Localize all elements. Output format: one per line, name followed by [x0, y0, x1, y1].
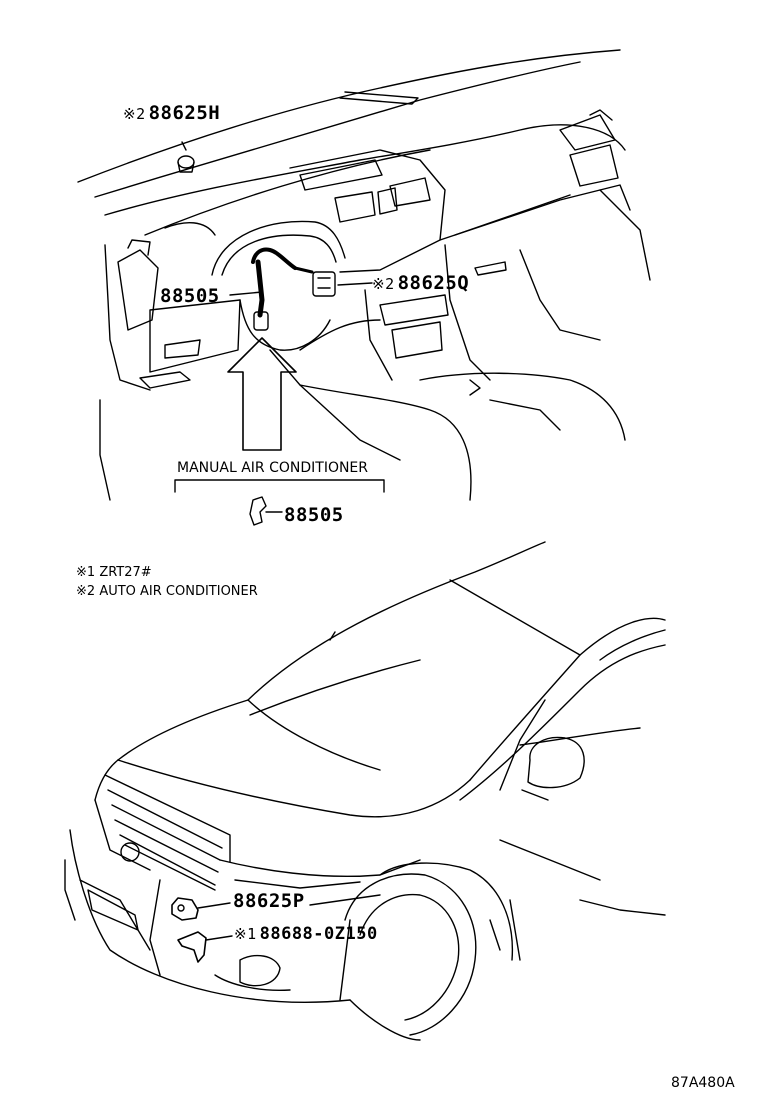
callout-duct-upper: 88505 [160, 287, 220, 306]
drawing-code: 87A480A [671, 1075, 735, 1091]
dashboard-illustration [77, 49, 651, 501]
footnote-mark: ※1 [234, 925, 257, 943]
car-illustration [64, 541, 666, 1041]
part-number: 88505 [284, 504, 344, 526]
footnote-mark: ※2 [123, 105, 146, 123]
callout-duct-manual: 88505 [284, 506, 344, 525]
part-number: 88625P [233, 890, 305, 912]
footnote-text: ZRT27# [99, 565, 152, 580]
footnote-mark: ※2 [372, 275, 395, 293]
footnote-mark: ※2 [76, 584, 96, 599]
footnote-mark: ※1 [76, 565, 96, 580]
footnote-1: ※1 ZRT27# [76, 566, 152, 579]
group-label: MANUAL AIR CONDITIONER [177, 460, 369, 476]
footnote-2: ※2 AUTO AIR CONDITIONER [76, 585, 258, 598]
callout-front-sensor: 88625P [233, 892, 305, 911]
footnote-text: AUTO AIR CONDITIONER [99, 584, 258, 599]
manual-ac-bracket [174, 479, 385, 526]
part-number: 88505 [160, 285, 220, 307]
part-number: 88688-0Z150 [259, 924, 378, 944]
part-number: 88625H [148, 102, 221, 124]
part-number: 88625Q [397, 272, 470, 294]
